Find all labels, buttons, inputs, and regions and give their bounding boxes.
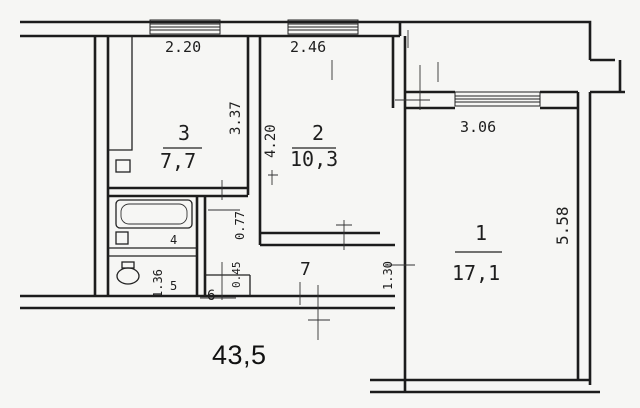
room2-number: 2	[312, 121, 324, 145]
room4-number: 4	[170, 233, 177, 247]
dim-bath-width: 0.77	[233, 211, 247, 240]
wardrobe	[108, 35, 133, 151]
partition-3-2	[246, 36, 262, 245]
room1-number: 1	[475, 221, 487, 245]
dim-hall-small: 0.45	[230, 262, 243, 289]
room3-number: 3	[178, 121, 190, 145]
bathroom-wall-right	[195, 196, 207, 296]
total-area-label: 43,5	[212, 340, 267, 370]
window-room2	[287, 19, 359, 35]
dim-room2-width: 2.46	[290, 38, 326, 56]
toilet	[116, 261, 140, 285]
corridor-wall-bottom	[20, 294, 395, 310]
outer-wall-top-right	[398, 20, 592, 60]
room7-number: 7	[300, 259, 311, 280]
left-wall	[93, 36, 110, 296]
dim-room3-width: 2.20	[165, 38, 201, 56]
bathtub	[115, 199, 193, 229]
dim-room3-depth: 3.37	[228, 101, 244, 135]
outer-wall-top	[20, 20, 400, 38]
sink-small	[115, 231, 129, 245]
partition-2-bottom	[260, 231, 395, 247]
bathroom-wall-top	[108, 186, 248, 198]
room6-number: 6	[207, 288, 215, 304]
dim-hall-depth: 1.30	[381, 261, 395, 290]
outer-wall-right	[576, 92, 592, 385]
outer-wall-bottom	[370, 378, 600, 394]
sink	[115, 159, 131, 173]
room3-area: 7,7	[160, 149, 196, 173]
dim-wc-width: 1.36	[151, 269, 165, 298]
room2-area: 10,3	[290, 147, 338, 171]
dim-room2-depth: 4.20	[263, 124, 279, 158]
dimension-ticks	[200, 30, 439, 340]
hall-small-room	[205, 274, 251, 296]
partition-2-1	[391, 36, 407, 392]
partition-1-top	[405, 90, 578, 110]
room5-number: 5	[170, 279, 177, 293]
window-room1	[454, 91, 541, 107]
window-room3	[149, 19, 221, 35]
balcony-wall	[590, 58, 625, 94]
bathroom-divider	[108, 247, 197, 257]
dim-room1-depth: 5.58	[553, 206, 572, 245]
dim-room1-width: 3.06	[460, 118, 496, 136]
room1-area: 17,1	[452, 261, 500, 285]
